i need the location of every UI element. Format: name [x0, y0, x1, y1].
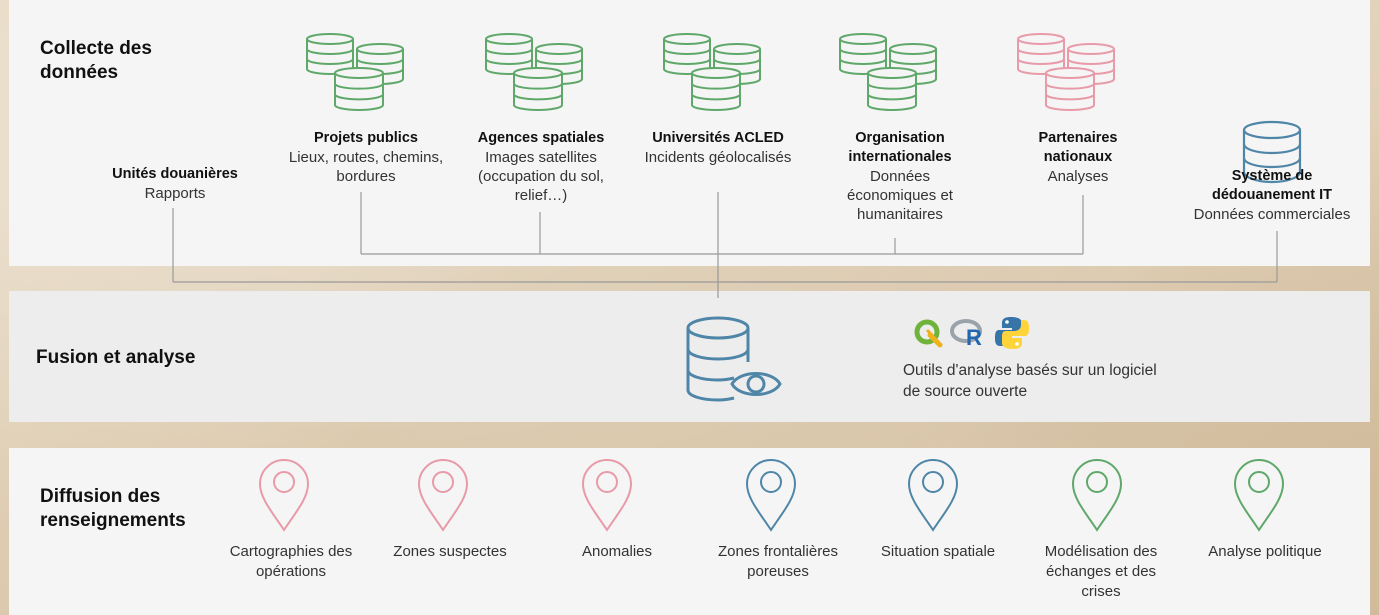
- database-stack-icon: [306, 33, 404, 111]
- source-title: Projets publics: [314, 130, 418, 146]
- source-title: Universités ACLED: [652, 130, 784, 146]
- source-title: Système de dédouanement IT: [1211, 168, 1333, 203]
- output-label: Analyse politique: [1208, 543, 1322, 560]
- tools-caption: Outils d'analyse basés sur un logiciel d…: [903, 362, 1157, 400]
- source-title: Organisation internationales: [848, 130, 952, 165]
- output-label: Zones frontalières poreuses: [717, 543, 839, 580]
- diffusion-panel: [9, 448, 1370, 615]
- database-stack-icon: [1017, 33, 1115, 111]
- output-label: Cartographies des opérations: [229, 543, 353, 580]
- stage-title-line: Diffusion des: [40, 486, 161, 507]
- map-pin-icon: [1233, 459, 1285, 532]
- source-customs-units: Unités douanières Rapports: [90, 165, 260, 203]
- source-acled-universities: Universités ACLED Incidents géolocalisés: [636, 129, 800, 167]
- source-description: Données commerciales: [1193, 206, 1351, 223]
- database-stack-icon: [839, 33, 937, 111]
- database-stack-icon: [663, 33, 761, 111]
- source-space-agencies: Agences spatiales Images satellites (occ…: [459, 129, 623, 205]
- map-pin-icon: [907, 459, 959, 532]
- output-label: Modélisation des échanges et des crises: [1044, 543, 1158, 600]
- source-description: Données économiques et humanitaires: [847, 168, 953, 223]
- stage-title-collect: Collecte des données: [40, 37, 152, 85]
- map-pin-icon: [258, 459, 310, 532]
- database-icon: [1242, 120, 1302, 184]
- database-stack-icon: [485, 33, 583, 111]
- source-national-partners: Partenaires nationaux Analyses: [1018, 129, 1138, 186]
- stage-title-line: renseignements: [40, 510, 186, 531]
- database-eye-icon: [686, 316, 782, 402]
- source-description: Analyses: [1047, 168, 1109, 185]
- source-description: Images satellites (occupation du sol, re…: [478, 149, 604, 204]
- map-pin-icon: [745, 459, 797, 532]
- map-pin-icon: [581, 459, 633, 532]
- r-logo: R: [950, 319, 982, 350]
- stage-title-line: Collecte des: [40, 38, 152, 59]
- source-title: Agences spatiales: [477, 130, 605, 146]
- map-pin-icon: [417, 459, 469, 532]
- source-title: Partenaires nationaux: [1038, 130, 1118, 165]
- python-logo: [995, 317, 1029, 349]
- source-customs-clearance-it: Système de dédouanement IT Données comme…: [1172, 167, 1372, 224]
- source-description: Lieux, routes, chemins, bordures: [288, 149, 444, 185]
- source-public-projects: Projets publics Lieux, routes, chemins, …: [286, 129, 446, 186]
- output-label: Zones suspectes: [393, 543, 507, 560]
- stage-title-diffusion: Diffusion des renseignements: [40, 485, 186, 533]
- source-title: Unités douanières: [112, 166, 238, 182]
- qgis-logo: [914, 319, 943, 348]
- output-label: Anomalies: [581, 543, 653, 560]
- svg-text:R: R: [966, 325, 982, 350]
- stage-title-fusion: Fusion et analyse: [36, 347, 196, 368]
- source-description: Rapports: [144, 185, 206, 202]
- source-description: Incidents géolocalisés: [644, 149, 792, 166]
- map-pin-icon: [1071, 459, 1123, 532]
- output-label: Situation spatiale: [880, 543, 996, 560]
- stage-title-line: données: [40, 62, 119, 83]
- source-international-organisations: Organisation internationales Données éco…: [830, 129, 970, 224]
